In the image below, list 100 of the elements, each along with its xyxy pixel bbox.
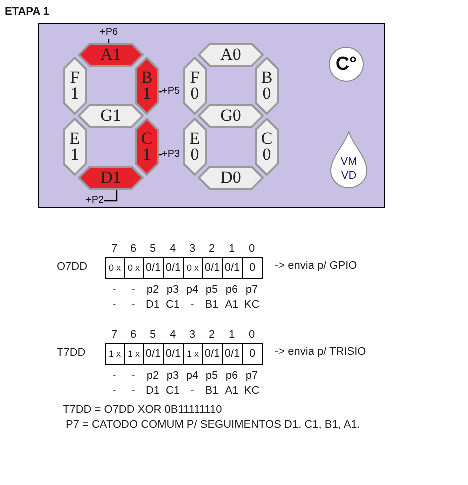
segment-label: 0 — [262, 147, 272, 163]
segment-label: E — [190, 131, 200, 147]
pin-name: p3 — [166, 370, 180, 383]
drop-label: VM VD — [340, 155, 358, 183]
segment-name: C1 — [164, 385, 182, 398]
register-name: T7DD — [57, 347, 86, 360]
segment-label: F — [190, 70, 200, 86]
register-name: O7DD — [57, 261, 88, 274]
bit-cell: 0 x — [183, 258, 202, 278]
bit-cell: 0 — [242, 258, 262, 278]
note-text: -> envia p/ GPIO — [275, 260, 358, 273]
bit-cell: 0/1 — [222, 344, 242, 364]
bit-number: 7 — [110, 329, 119, 342]
pin-name: p2 — [146, 370, 160, 383]
bit-number: 3 — [188, 329, 197, 342]
title: ETAPA 1 — [5, 6, 50, 18]
bit-number: 1 — [228, 243, 236, 256]
bit-number: 3 — [188, 243, 197, 256]
segment-name: B1 — [204, 299, 220, 312]
bit-cell: 0/1 — [143, 258, 163, 278]
segment-label: D0 — [220, 170, 242, 186]
bit-cell-text: 0 x — [108, 262, 122, 274]
segment-name: - — [130, 385, 136, 398]
bit-cell: 0 — [242, 344, 262, 364]
pin-name: - — [112, 370, 118, 383]
pin-name: - — [112, 284, 118, 297]
segment-label: 1 — [70, 86, 80, 102]
segment-label: C — [261, 131, 273, 147]
segment-name: D1 — [144, 299, 162, 312]
segment-label: G0 — [220, 108, 242, 124]
bit-number: 1 — [228, 329, 236, 342]
segment-name: KC — [243, 385, 261, 398]
segment-label: F — [70, 70, 80, 86]
pin-name: - — [130, 370, 136, 383]
note-text: P7 = CATODO COMUM P/ SEGUIMENTOS D1, C1, B1, A1. — [66, 419, 360, 432]
pin-name: - — [130, 284, 136, 297]
pin-name: p4 — [185, 370, 200, 383]
bit-number: 4 — [168, 243, 178, 256]
pin-name: p6 — [224, 284, 240, 297]
bit-cell: 0/1 — [163, 344, 183, 364]
note-text: T7DD = O7DD XOR 0B11111110 — [63, 404, 222, 417]
bit-number: 5 — [148, 243, 158, 256]
pin-label: +P2 — [86, 195, 104, 207]
bit-number: 6 — [129, 329, 138, 342]
temperature-circle — [329, 47, 364, 82]
segment-label: B — [261, 70, 273, 86]
bit-number: 2 — [208, 329, 216, 342]
pin-name: p7 — [244, 284, 260, 297]
segment-label: A0 — [220, 47, 242, 63]
segment-label: 1 — [142, 86, 152, 102]
segment-name: C1 — [164, 299, 182, 312]
segment-label: G1 — [100, 108, 122, 124]
bit-cell: 0 x — [124, 258, 143, 278]
bit-cell: 0/1 — [222, 258, 242, 278]
segment-name: A1 — [224, 299, 240, 312]
segment-name: - — [190, 385, 196, 398]
pin-name: p5 — [204, 370, 220, 383]
bit-cell: 0/1 — [163, 258, 183, 278]
pin-name: p4 — [185, 284, 200, 297]
bit-cell: 1 x — [183, 344, 202, 364]
bit-cell: 1 x — [124, 344, 143, 364]
pin-name: p2 — [146, 284, 160, 297]
segment-name: A1 — [224, 385, 240, 398]
segment-label: A1 — [100, 47, 122, 63]
segment-label: 0 — [262, 86, 272, 102]
bit-number: 0 — [248, 243, 256, 256]
bit-number: 4 — [168, 329, 178, 342]
segment-name: - — [112, 299, 118, 312]
bit-number: 6 — [129, 243, 138, 256]
segment-label: 1 — [142, 147, 152, 163]
pin-name: p5 — [204, 284, 220, 297]
pin-label: +P5 — [162, 86, 180, 98]
bit-number: 7 — [110, 243, 119, 256]
pin-name: p3 — [166, 284, 180, 297]
display-panel — [38, 23, 385, 208]
segment-label: E — [70, 131, 80, 147]
bit-number: 2 — [208, 243, 216, 256]
segment-name: D1 — [144, 385, 162, 398]
bit-cell-text: 1 x — [108, 348, 122, 360]
pin-name: p6 — [224, 370, 240, 383]
bit-cell: 0/1 — [202, 258, 222, 278]
pin-name: p7 — [244, 370, 260, 383]
leader-line — [104, 189, 118, 202]
segment-name: - — [130, 299, 136, 312]
bit-number: 0 — [248, 329, 256, 342]
pin-label: +P3 — [162, 149, 180, 161]
segment-name: - — [112, 385, 118, 398]
segment-label: 0 — [190, 86, 200, 102]
unit-label: C° — [336, 54, 358, 76]
pin-label: +P6 — [100, 27, 118, 39]
segment-label: C — [141, 131, 153, 147]
segment-label: B — [141, 70, 153, 86]
bit-cell: 0/1 — [202, 344, 222, 364]
segment-name: B1 — [204, 385, 220, 398]
segment-label: 1 — [70, 147, 80, 163]
note-text: -> envia p/ TRISIO — [275, 346, 366, 359]
segment-name: - — [190, 299, 196, 312]
bit-cell: 0/1 — [143, 344, 163, 364]
bit-number: 5 — [148, 329, 158, 342]
segment-label: D1 — [100, 170, 122, 186]
